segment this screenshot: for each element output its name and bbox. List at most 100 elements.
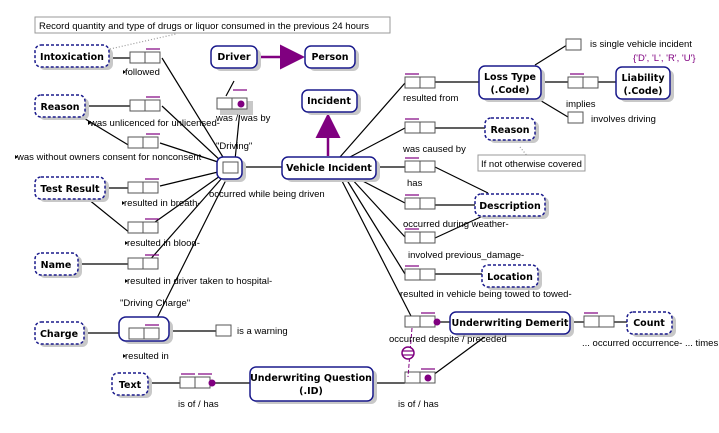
connector-lines [80, 33, 627, 384]
entity-count[interactable]: Count [626, 311, 676, 337]
entity-test-result[interactable]: Test Result [34, 176, 109, 202]
role-box[interactable] [404, 197, 421, 210]
reading-resulted-towed: resulted in vehicle being towed to towed… [400, 289, 572, 300]
objectified-label-driving: "Driving" [216, 141, 252, 152]
role-box[interactable] [129, 99, 146, 112]
role-box[interactable] [127, 181, 144, 194]
reading-occurred-while-driven: occurred while being driven [209, 189, 325, 200]
objectified-driving[interactable] [216, 156, 246, 182]
role-box[interactable] [419, 121, 436, 134]
entity-location[interactable]: Location [481, 264, 542, 290]
role-box[interactable] [216, 97, 233, 110]
entity-label: Count [633, 318, 665, 329]
role-box[interactable] [127, 221, 144, 234]
entity-incident[interactable]: Incident [301, 89, 361, 115]
entity-label: Test Result [40, 184, 100, 195]
entity-underwriting-question[interactable]: Underwriting Question (.ID) [249, 366, 377, 404]
entity-label: Underwriting Demerit [452, 318, 569, 329]
role-box[interactable] [419, 231, 436, 244]
entity-label: Charge [40, 329, 78, 340]
entity-label: Intoxication [40, 52, 104, 63]
entity-reason-left[interactable]: Reason [34, 94, 89, 120]
role-box[interactable] [567, 111, 584, 124]
role-box[interactable] [179, 376, 196, 389]
entity-text[interactable]: Text [111, 372, 152, 398]
entity-underwriting-demerit[interactable]: Underwriting Demerit [449, 311, 574, 337]
role-box[interactable] [567, 76, 584, 89]
entity-label: Underwriting Question [250, 373, 372, 384]
entity-reason-right[interactable]: Reason [484, 117, 539, 143]
role-box[interactable] [404, 231, 421, 244]
role-box[interactable] [419, 160, 436, 173]
role-box[interactable] [404, 76, 421, 89]
reading-resulted-from: resulted from [403, 93, 459, 104]
entity-liability[interactable]: Liability (.Code) [615, 66, 674, 102]
note-intoxication: Record quantity and type of drugs or liq… [34, 16, 391, 34]
entity-loss-type[interactable]: Loss Type (.Code) [478, 65, 545, 102]
role-box[interactable] [404, 371, 421, 384]
entity-intoxication[interactable]: Intoxication [34, 44, 113, 70]
mandatory-dots [208, 100, 441, 387]
role-box[interactable] [583, 315, 600, 328]
entity-label: Driver [217, 52, 250, 63]
role-box[interactable] [144, 99, 161, 112]
entity-label: Vehicle Incident [286, 163, 372, 174]
value-constraint: {'D', 'L', 'R', 'U'} [633, 53, 696, 64]
reading-resulted-in: resulted in [125, 351, 169, 362]
role-box[interactable] [419, 76, 436, 89]
role-box[interactable] [598, 315, 615, 328]
role-box[interactable] [419, 197, 436, 210]
reading-was-was-by: was / was by [215, 113, 271, 124]
reading-occurred-occurrence: ... occurred occurrence- ... times [582, 338, 718, 349]
role-box[interactable] [582, 76, 599, 89]
role-box[interactable] [142, 136, 159, 149]
note-text: Record quantity and type of drugs or liq… [39, 21, 369, 32]
fact-readings: followed was unlicenced for unlicensed- … [16, 39, 718, 410]
role-boxes [127, 38, 615, 389]
role-box[interactable] [419, 315, 436, 328]
entity-label: Text [119, 380, 142, 391]
role-box[interactable] [143, 327, 160, 340]
entity-label: Incident [307, 96, 351, 107]
role-box[interactable] [142, 257, 159, 270]
reading-was-without-consent: was without owners consent for nonconsen… [16, 152, 204, 163]
role-box[interactable] [565, 38, 582, 51]
role-box[interactable] [127, 136, 144, 149]
role-box[interactable] [215, 324, 232, 337]
entity-vehicle-incident[interactable]: Vehicle Incident [281, 156, 380, 182]
entity-ref-mode: (.ID) [299, 386, 323, 397]
reading-was-unlicenced: was unlicenced for unlicensed- [89, 118, 220, 129]
reading-resulted-blood: resulted in blood- [127, 238, 200, 249]
reading-followed: followed [125, 67, 160, 78]
reading-was-caused-by: was caused by [402, 144, 466, 155]
role-box[interactable] [419, 268, 436, 281]
role-box[interactable] [404, 315, 421, 328]
entity-name[interactable]: Name [34, 252, 82, 278]
reading-is-warning: is a warning [237, 326, 288, 337]
reading-involved-damage: involved previous_damage- [408, 250, 524, 261]
entity-charge[interactable]: Charge [34, 321, 88, 347]
role-box[interactable] [142, 181, 159, 194]
role-box[interactable] [144, 51, 161, 64]
equality-constraint[interactable] [401, 327, 415, 378]
role-box[interactable] [404, 121, 421, 134]
role-box[interactable] [404, 160, 421, 173]
reading-q-is-of-has: is of / has [398, 399, 439, 410]
entity-ref-mode: (.Code) [623, 86, 662, 97]
role-box[interactable] [222, 161, 239, 174]
reading-text-is-of-has: is of / has [178, 399, 219, 410]
role-box[interactable] [129, 51, 146, 64]
entity-driver[interactable]: Driver [210, 45, 261, 71]
role-box[interactable] [128, 327, 145, 340]
entity-person[interactable]: Person [304, 45, 359, 71]
entity-ref-mode: (.Code) [490, 85, 529, 96]
note-reason: If not otherwise covered [477, 154, 586, 172]
role-box[interactable] [142, 221, 159, 234]
note-link [519, 146, 529, 158]
role-box[interactable] [127, 257, 144, 270]
role-box[interactable] [404, 268, 421, 281]
reading-resulted-hospital: resulted in driver taken to hospital- [127, 276, 272, 287]
entity-description[interactable]: Description [474, 193, 549, 219]
role-box[interactable] [194, 376, 211, 389]
